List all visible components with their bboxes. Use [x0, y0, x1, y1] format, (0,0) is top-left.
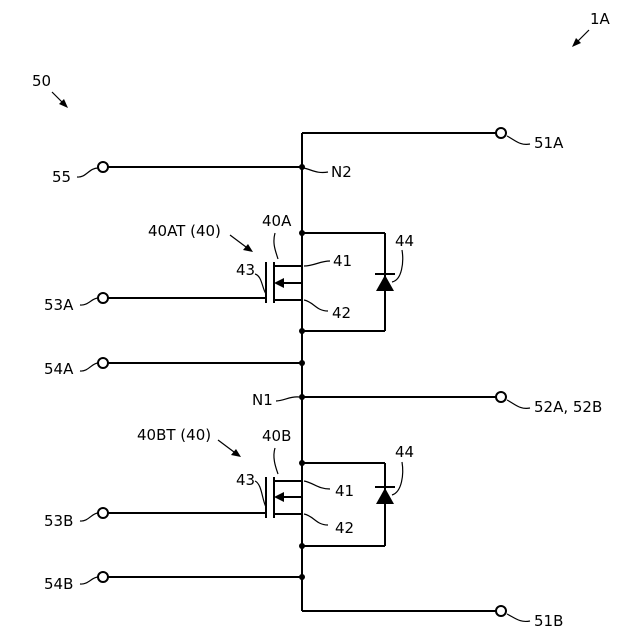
junction-n2: [299, 164, 305, 170]
junction-54a: [299, 360, 305, 366]
terminal-54a: [98, 358, 108, 368]
label-53a: 53A: [44, 296, 74, 314]
terminal-52: [496, 392, 506, 402]
label-42-bottom: 42: [335, 519, 354, 537]
leader-51a: [507, 136, 530, 144]
leader-43-bottom: [255, 481, 266, 507]
leader-40b: [274, 448, 278, 474]
leader-43-top: [255, 274, 266, 294]
leader-42-top: [304, 300, 328, 311]
leader-44-bottom: [392, 462, 403, 495]
label-n2: N2: [331, 163, 352, 181]
label-54a: 54A: [44, 360, 74, 378]
junction-54b: [299, 574, 305, 580]
leader-55: [77, 168, 98, 177]
label-40bt: 40BT (40): [137, 426, 211, 444]
terminal-55: [98, 162, 108, 172]
circuit-label: 50: [32, 72, 51, 90]
label-51a: 51A: [534, 134, 564, 152]
label-53b: 53B: [44, 512, 73, 530]
label-43-top: 43: [236, 261, 255, 279]
leader-53b: [80, 513, 98, 521]
label-44-bottom: 44: [395, 443, 414, 461]
leader-n2: [304, 168, 328, 173]
leader-52: [507, 400, 530, 408]
label-41-bottom: 41: [335, 482, 354, 500]
leader-40a: [274, 233, 278, 259]
junction-bottom-source: [299, 543, 305, 549]
label-55: 55: [52, 168, 71, 186]
terminal-53a: [98, 293, 108, 303]
leader-54a: [80, 363, 98, 371]
terminal-51a: [496, 128, 506, 138]
label-54b: 54B: [44, 575, 73, 593]
leader-n1: [276, 397, 299, 401]
leader-44-top: [392, 250, 403, 282]
terminal-53b: [98, 508, 108, 518]
label-43-bottom: 43: [236, 471, 255, 489]
terminal-51b: [496, 606, 506, 616]
device-label: 1A: [590, 10, 611, 28]
label-42-top: 42: [332, 304, 351, 322]
leader-41-bottom: [304, 481, 330, 489]
body-arrow-40at: [274, 278, 284, 288]
leader-42-bottom: [304, 514, 328, 525]
label-40a: 40A: [262, 212, 292, 230]
terminal-54b: [98, 572, 108, 582]
label-40b: 40B: [262, 427, 291, 445]
diode-44-top: [376, 275, 394, 291]
leader-54b: [80, 577, 98, 584]
diode-44-bottom: [376, 488, 394, 504]
leader-41-top: [304, 261, 330, 266]
label-41-top: 41: [333, 252, 352, 270]
label-44-top: 44: [395, 232, 414, 250]
body-arrow-40bt: [274, 492, 284, 502]
leader-51b: [507, 614, 530, 621]
label-40at: 40AT (40): [148, 222, 221, 240]
label-n1: N1: [252, 391, 273, 409]
label-52: 52A, 52B: [534, 398, 602, 416]
junction-top-source: [299, 328, 305, 334]
label-51b: 51B: [534, 612, 563, 630]
leader-53a: [80, 298, 98, 305]
